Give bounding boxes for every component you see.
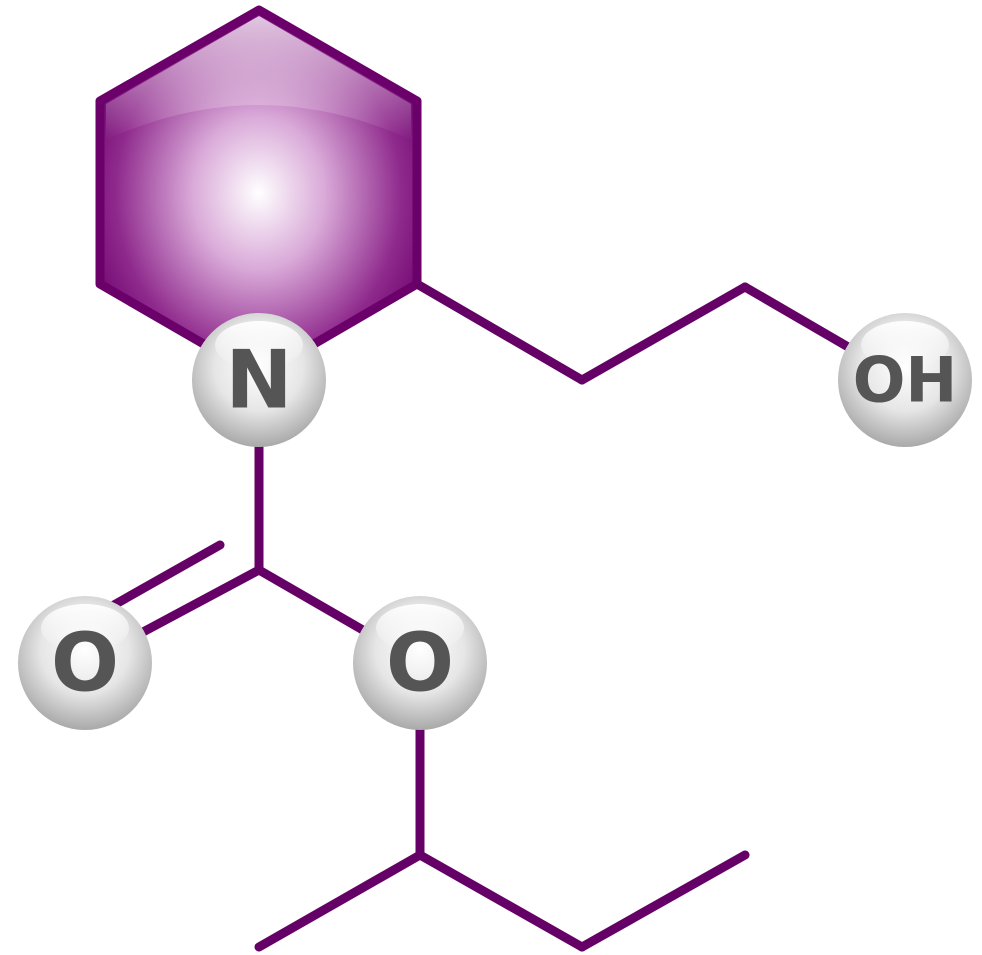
atom-ester-oxygen: O	[353, 596, 487, 730]
atom-label-o-ester: O	[386, 617, 454, 710]
atom-hydroxyl: OH	[838, 313, 972, 447]
atom-nitrogen: N	[192, 313, 326, 447]
bond-ch-to-ch3	[254, 850, 425, 952]
atom-carbonyl-oxygen: O	[18, 596, 152, 730]
ring-gloss	[106, 16, 411, 140]
bond-ch-to-ch2	[415, 850, 587, 952]
bonds	[70, 279, 910, 952]
bond-ch2-to-ch2	[577, 282, 750, 385]
bond-ch2-to-ch3	[577, 850, 750, 952]
atom-label-oh: OH	[853, 344, 958, 417]
bond-ring-to-ch2	[412, 279, 587, 385]
atom-label-n: N	[226, 334, 293, 427]
atom-label-o-carbonyl: O	[51, 617, 119, 710]
